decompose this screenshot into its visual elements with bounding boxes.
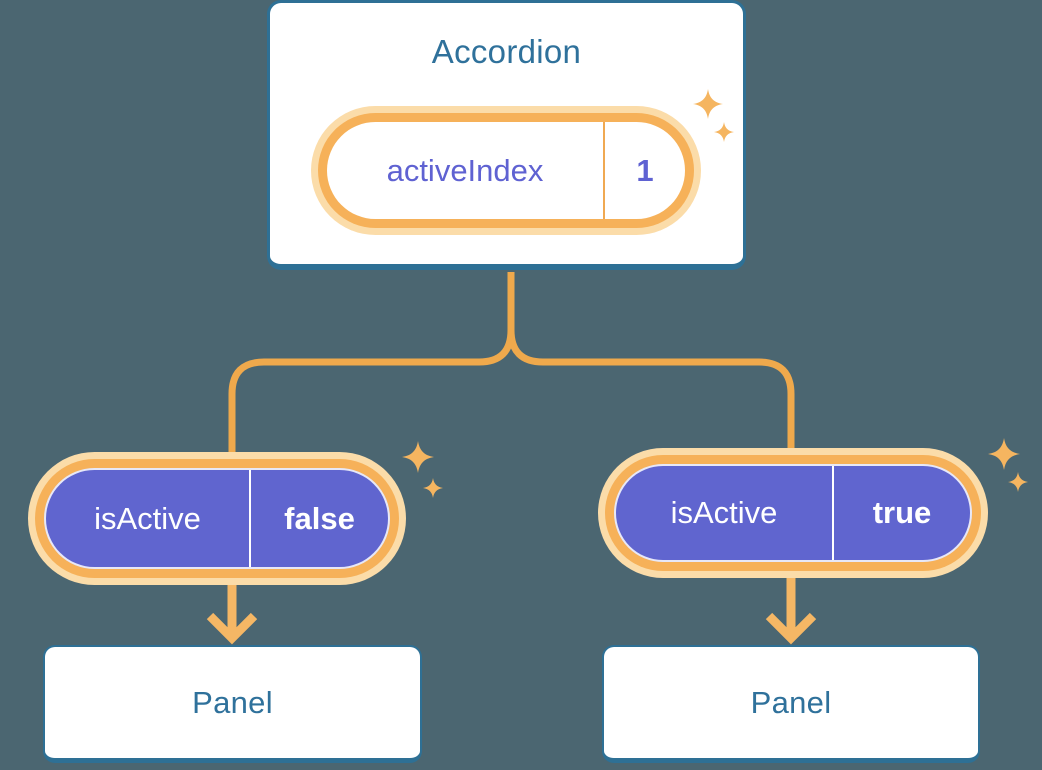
pill-divider	[832, 466, 834, 560]
panel-card: Panel	[602, 645, 980, 763]
prop-pill-ring: isActive false	[35, 459, 399, 578]
prop-pill-ring: isActive true	[605, 455, 981, 571]
state-pill-ring: activeIndex 1	[318, 113, 694, 228]
state-name: activeIndex	[386, 152, 544, 188]
state-pill: activeIndex 1	[311, 106, 701, 235]
panel-card-title: Panel	[192, 684, 273, 720]
accordion-card: Accordion activeIndex 1	[267, 0, 746, 270]
prop-value: true	[872, 495, 932, 530]
sparkle-icon	[1008, 472, 1028, 492]
prop-value: false	[284, 500, 355, 536]
sparkle-icon	[988, 438, 1020, 470]
sparkle-icon	[714, 122, 734, 142]
prop-pill: isActive true	[598, 448, 988, 578]
pill-divider	[603, 122, 605, 219]
prop-name: isActive	[94, 500, 201, 536]
connector-right-branch	[507, 272, 795, 560]
sparkle-icon	[693, 89, 723, 119]
accordion-card-title: Accordion	[431, 33, 582, 70]
sparkle-icon	[402, 441, 434, 473]
pill-divider	[249, 470, 251, 567]
state-value: 1	[636, 152, 654, 188]
sparkle-icon	[423, 478, 443, 498]
prop-name: isActive	[670, 495, 778, 530]
prop-pill: isActive false	[28, 452, 406, 585]
panel-card: Panel	[43, 645, 422, 763]
panel-card-title: Panel	[750, 684, 832, 720]
